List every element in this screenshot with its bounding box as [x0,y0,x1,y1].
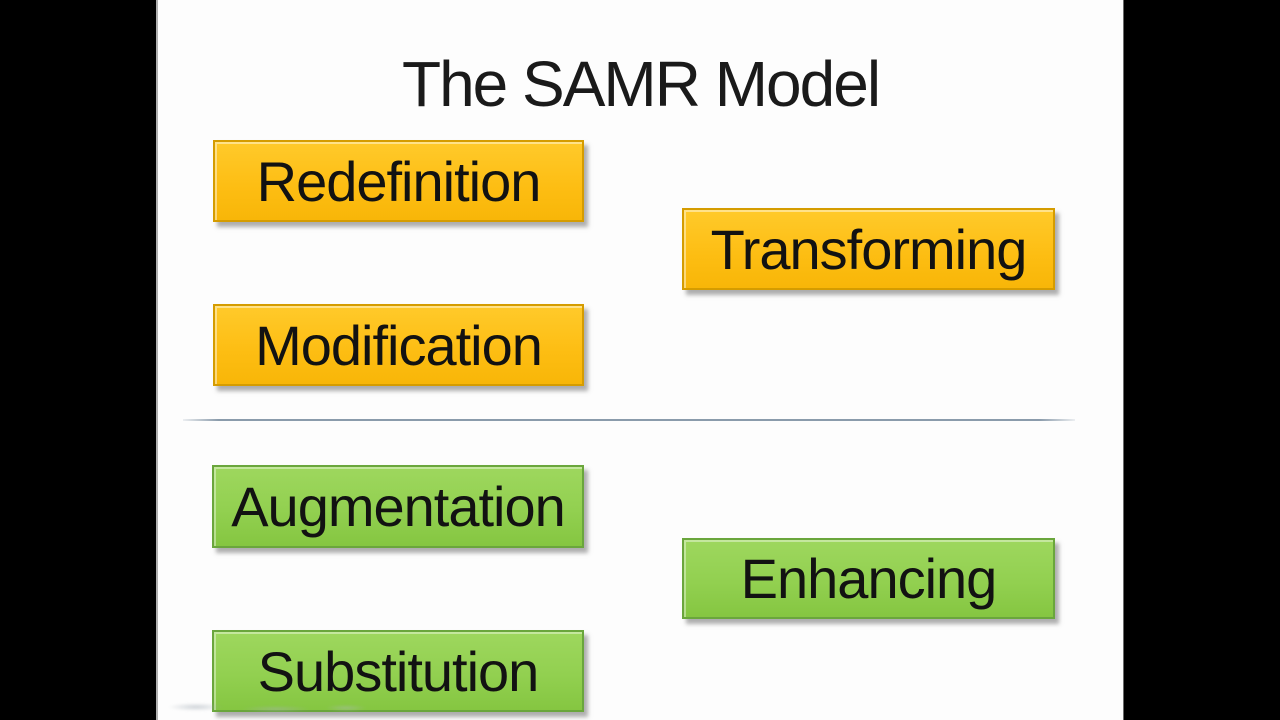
samr-level-label: Augmentation [231,475,566,538]
samr-level-redefinition: Redefinition [213,140,584,222]
samr-level-modification: Modification [213,304,584,386]
presentation-slide: The SAMR Model Redefinition Transforming… [156,0,1124,720]
letterbox-left [0,0,156,720]
slide-title: The SAMR Model [401,48,881,120]
samr-level-label: Substitution [257,639,540,703]
samr-category-enhancing: Enhancing [682,538,1055,619]
letterbox-right [1124,0,1280,720]
samr-level-augmentation: Augmentation [212,465,584,548]
category-divider-line [183,419,1075,421]
samr-level-substitution: Substitution [212,630,584,712]
samr-category-label: Enhancing [740,547,998,610]
samr-level-label: Modification [255,313,543,377]
samr-category-transforming: Transforming [682,208,1055,290]
samr-level-label: Redefinition [256,149,542,213]
watermark-artifact [166,700,386,714]
samr-category-label: Transforming [710,217,1028,281]
